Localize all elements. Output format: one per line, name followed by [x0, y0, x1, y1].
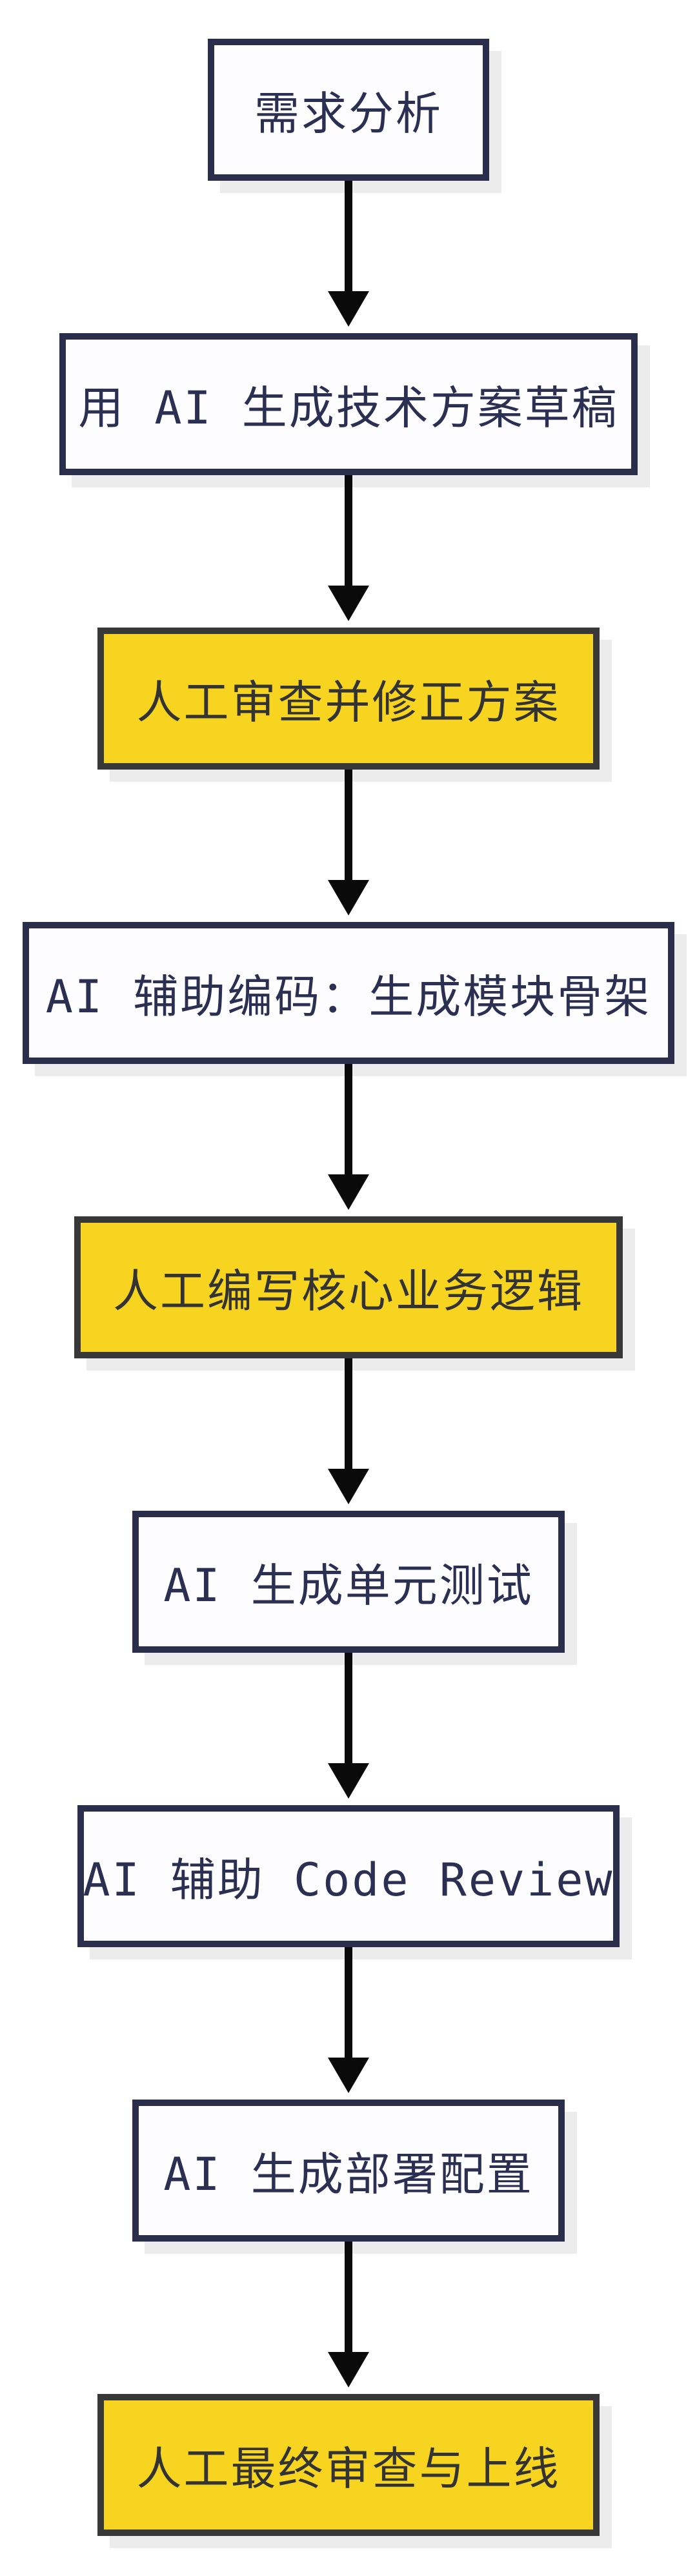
arrow-head: [328, 586, 369, 621]
arrow-head: [328, 880, 369, 915]
arrow-shaft: [345, 1947, 352, 2058]
arrow-shaft: [345, 2242, 352, 2352]
arrow-shaft: [345, 1653, 352, 1763]
arrow-down-icon: [328, 1947, 369, 2100]
arrow-head: [328, 2352, 369, 2387]
flow-node-ai-assisted-skeleton: AI 辅助编码：生成模块骨架: [23, 922, 674, 1064]
flow-node-ai-draft-plan: 用 AI 生成技术方案草稿: [59, 333, 638, 475]
arrow-down-icon: [328, 475, 369, 628]
arrow-down-icon: [328, 770, 369, 922]
arrow-down-icon: [328, 2242, 369, 2394]
flow-node-ai-code-review: AI 辅助 Code Review: [77, 1805, 620, 1947]
flow-node-human-final-launch: 人工最终审查与上线: [97, 2394, 600, 2536]
arrow-head: [328, 1469, 369, 1504]
arrow-head: [328, 1174, 369, 1210]
flow-node-human-review-fix-plan: 人工审查并修正方案: [97, 628, 600, 770]
flow-node-ai-unit-tests: AI 生成单元测试: [132, 1511, 565, 1653]
arrow-down-icon: [328, 1064, 369, 1216]
flow-node-human-core-logic: 人工编写核心业务逻辑: [74, 1216, 623, 1358]
arrow-shaft: [345, 1358, 352, 1469]
arrow-head: [328, 2058, 369, 2093]
arrow-shaft: [345, 1064, 352, 1174]
arrow-down-icon: [328, 181, 369, 333]
arrow-down-icon: [328, 1358, 369, 1511]
arrow-shaft: [345, 770, 352, 880]
arrow-head: [328, 291, 369, 327]
arrow-shaft: [345, 181, 352, 291]
flow-node-requirements-analysis: 需求分析: [208, 39, 489, 181]
arrow-down-icon: [328, 1653, 369, 1805]
flow-node-ai-deploy-config: AI 生成部署配置: [132, 2100, 565, 2242]
arrow-head: [328, 1763, 369, 1799]
arrow-shaft: [345, 475, 352, 586]
